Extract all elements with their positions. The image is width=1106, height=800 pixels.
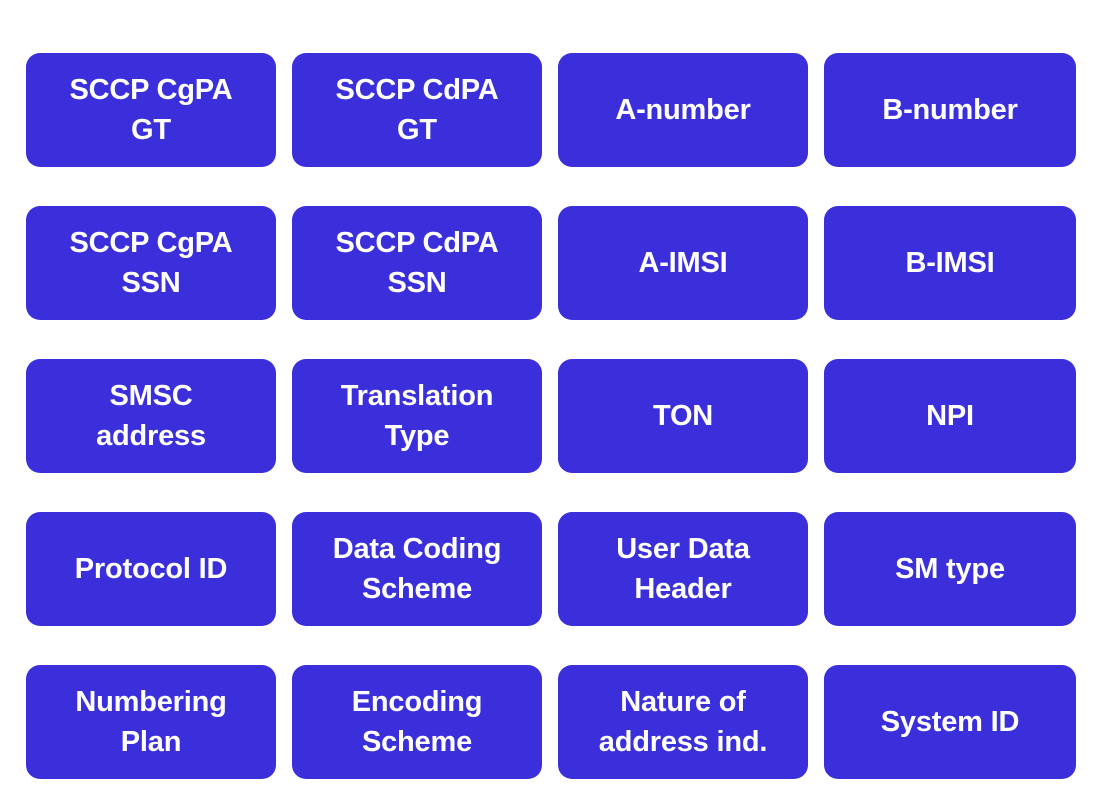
card-label: Numbering Plan (75, 685, 227, 758)
card-label: B-IMSI (905, 246, 995, 279)
card-sccp-cgpa-gt[interactable]: SCCP CgPA GT (26, 53, 276, 167)
card-data-coding-scheme[interactable]: Data Coding Scheme (292, 512, 542, 626)
card-encoding-scheme[interactable]: Encoding Scheme (292, 665, 542, 779)
card-translation-type[interactable]: Translation Type (292, 359, 542, 473)
card-sm-type[interactable]: SM type (824, 512, 1076, 626)
card-user-data-header[interactable]: User Data Header (558, 512, 808, 626)
card-sccp-cdpa-gt[interactable]: SCCP CdPA GT (292, 53, 542, 167)
card-nature-of-address-ind[interactable]: Nature of address ind. (558, 665, 808, 779)
card-protocol-id[interactable]: Protocol ID (26, 512, 276, 626)
card-sccp-cdpa-ssn[interactable]: SCCP CdPA SSN (292, 206, 542, 320)
card-label: SM type (895, 552, 1005, 585)
card-sccp-cgpa-ssn[interactable]: SCCP CgPA SSN (26, 206, 276, 320)
card-label: A-IMSI (638, 246, 728, 279)
card-label: Data Coding Scheme (332, 532, 502, 605)
card-ton[interactable]: TON (558, 359, 808, 473)
card-label: Protocol ID (74, 552, 228, 585)
card-label: B-number (882, 93, 1018, 126)
card-label: User Data Header (616, 532, 750, 605)
card-label: A-number (615, 93, 751, 126)
card-label: System ID (880, 705, 1020, 738)
card-a-number[interactable]: A-number (558, 53, 808, 167)
card-b-number[interactable]: B-number (824, 53, 1076, 167)
card-smsc-address[interactable]: SMSC address (26, 359, 276, 473)
card-label: SCCP CgPA GT (69, 73, 233, 146)
card-label: SMSC address (96, 379, 206, 452)
card-label: TON (652, 399, 714, 432)
card-label: Nature of address ind. (598, 685, 768, 758)
card-a-imsi[interactable]: A-IMSI (558, 206, 808, 320)
card-label: Encoding Scheme (351, 685, 483, 758)
card-label: SCCP CdPA SSN (335, 226, 499, 299)
card-label: SCCP CgPA SSN (69, 226, 233, 299)
card-b-imsi[interactable]: B-IMSI (824, 206, 1076, 320)
card-numbering-plan[interactable]: Numbering Plan (26, 665, 276, 779)
card-system-id[interactable]: System ID (824, 665, 1076, 779)
card-label: Translation Type (340, 379, 494, 452)
card-label: SCCP CdPA GT (335, 73, 499, 146)
card-label: NPI (926, 399, 974, 432)
card-npi[interactable]: NPI (824, 359, 1076, 473)
